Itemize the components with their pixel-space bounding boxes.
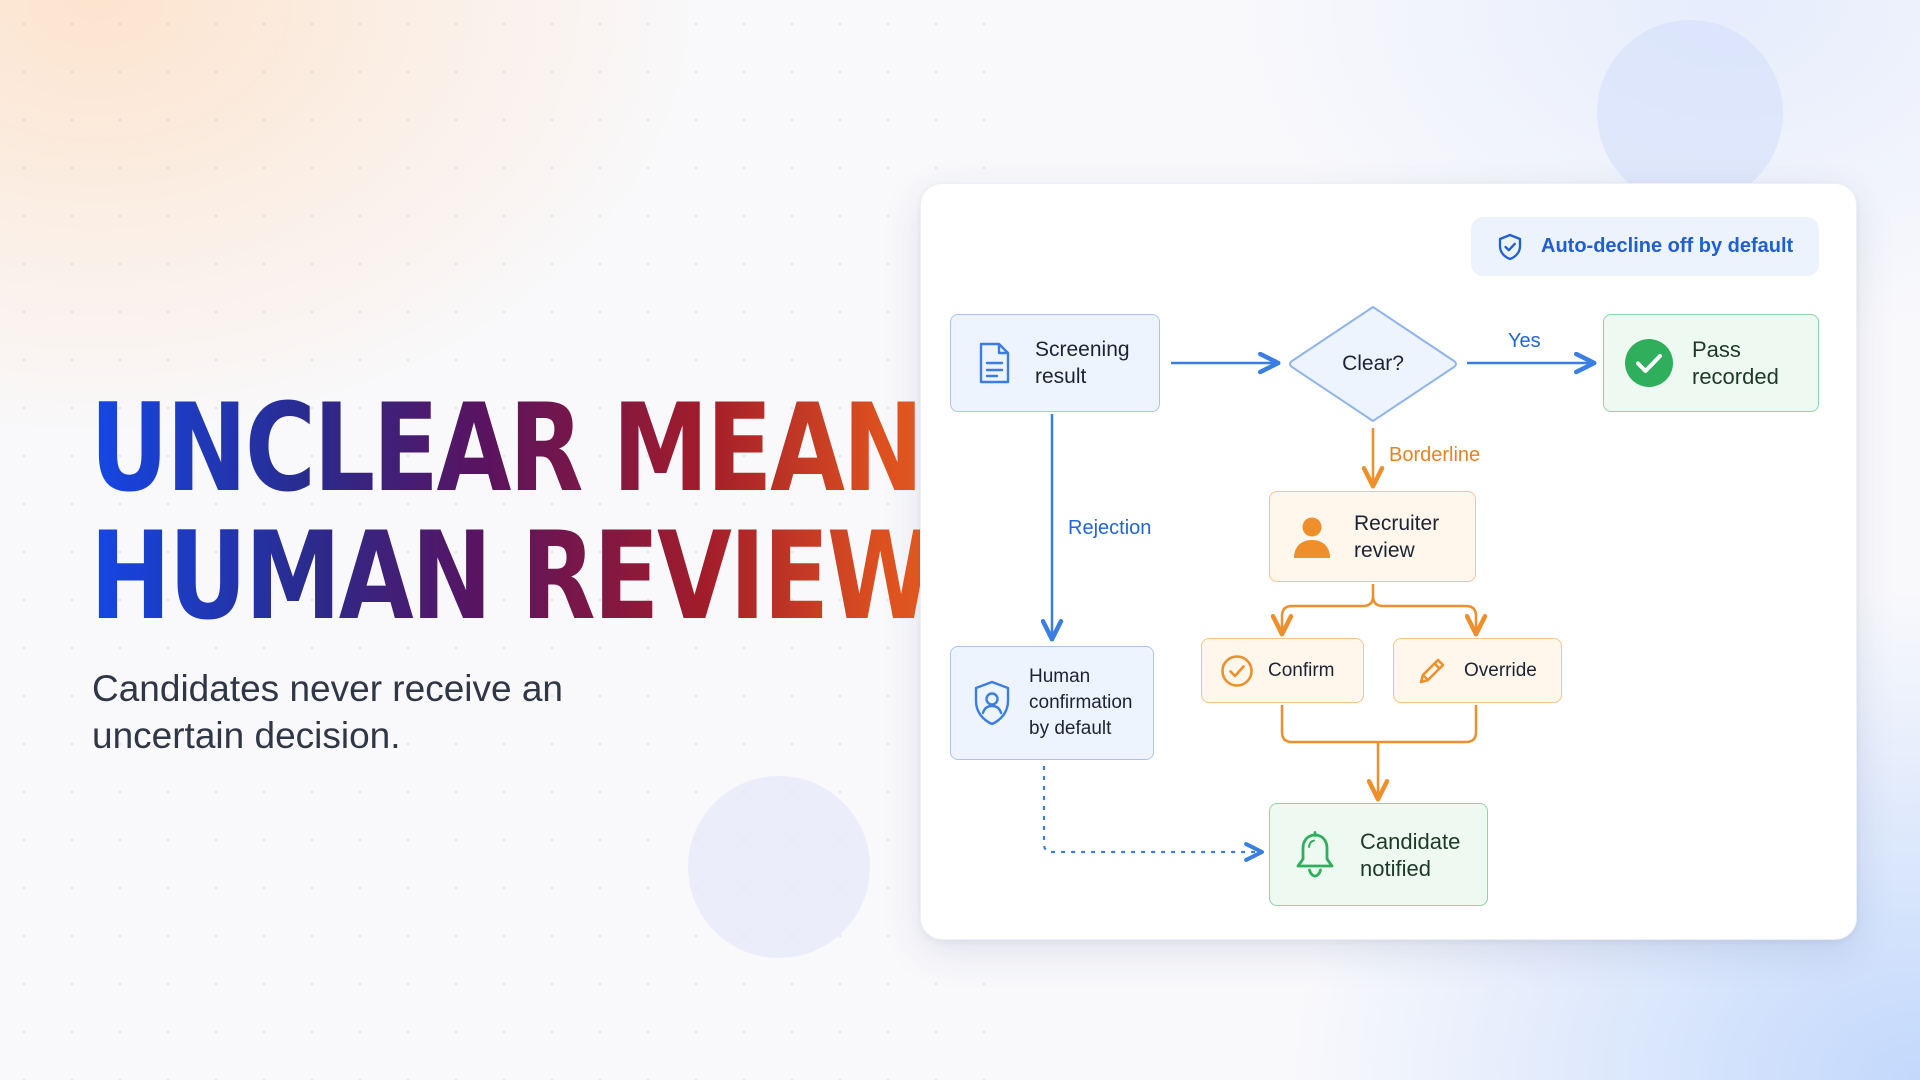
subtitle: Candidates never receive an uncertain de…	[92, 668, 564, 756]
decorative-circle	[688, 776, 870, 958]
node-confirm: Confirm	[1201, 638, 1364, 703]
pencil-icon	[1416, 655, 1448, 687]
arrow-recruiter-to-override	[1371, 595, 1488, 637]
node-label: Override	[1464, 660, 1537, 681]
shield-check-icon	[1495, 232, 1525, 262]
edge-label-rejection: Rejection	[1068, 517, 1152, 539]
arrow-recruiter-to-confirm	[1270, 584, 1375, 637]
node-label: Candidate notified	[1360, 828, 1461, 881]
decorative-circle	[1597, 20, 1783, 206]
node-decision-clear: Clear?	[1288, 305, 1458, 423]
node-recruiter-review: Recruiter review	[1269, 491, 1476, 582]
arrow-human-to-notified	[1042, 766, 1264, 862]
badge-label: Auto-decline off by default	[1541, 235, 1794, 257]
node-screening-result: Screening result	[950, 314, 1160, 412]
decision-label: Clear?	[1342, 352, 1404, 375]
node-pass-recorded: Pass recorded	[1603, 314, 1819, 412]
node-override: Override	[1393, 638, 1562, 703]
auto-decline-badge: Auto-decline off by default	[1471, 217, 1819, 276]
node-label: Confirm	[1268, 660, 1335, 681]
person-icon	[1292, 515, 1332, 559]
shield-user-icon	[971, 679, 1013, 727]
edge-label-borderline: Borderline	[1389, 444, 1481, 466]
document-icon	[975, 341, 1013, 385]
node-label: Pass recorded	[1692, 337, 1779, 389]
arrow-confirm-to-notified	[1280, 705, 1478, 744]
node-candidate-notified: Candidate notified	[1269, 803, 1488, 906]
node-label: Recruiter review	[1354, 511, 1440, 562]
check-circle-icon	[1624, 338, 1674, 388]
bell-icon	[1294, 830, 1336, 879]
edge-label-yes: Yes	[1508, 330, 1541, 352]
node-label: Human confirmation by default	[1029, 666, 1133, 739]
decision-diamond-shape	[1289, 305, 1457, 423]
node-human-confirmation: Human confirmation by default	[950, 646, 1154, 760]
node-label: Screening result	[1035, 338, 1130, 388]
check-circle-outline-icon	[1220, 654, 1254, 688]
